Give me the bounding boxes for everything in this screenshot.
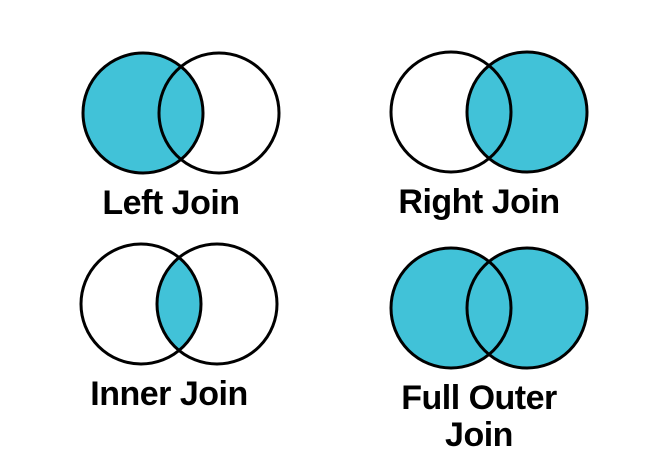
label-line-1: Left Join xyxy=(102,184,240,222)
venn-left-join: Left Join xyxy=(75,43,295,222)
left-circle-outline xyxy=(79,242,203,366)
venn-inner-join: Inner Join xyxy=(73,234,293,413)
right-circle-fill xyxy=(467,52,587,172)
right-circle-outline xyxy=(465,50,589,174)
left-join-label: Left Join xyxy=(61,185,281,222)
right-circle-fill xyxy=(467,248,587,368)
full-outer-join-label: Full Outer Join xyxy=(369,380,589,454)
inner-join-label: Inner Join xyxy=(59,376,279,413)
left-join-venn-graphic xyxy=(81,51,281,175)
right-circle-outline xyxy=(157,51,281,175)
left-circle-outline xyxy=(389,246,513,370)
right-circle-outline xyxy=(465,246,589,370)
venn-full-outer-join: Full Outer Join xyxy=(383,238,603,454)
left-circle-fill xyxy=(83,53,203,173)
left-circle-outline xyxy=(389,50,513,174)
label-line-1: Right Join xyxy=(398,183,560,221)
intersection-lens xyxy=(157,257,201,351)
left-circle-outline xyxy=(81,51,205,175)
full-outer-join-venn-graphic xyxy=(389,246,589,370)
label-line-1: Full Outer xyxy=(401,379,557,417)
right-circle-outline xyxy=(155,242,279,366)
label-line-1: Inner Join xyxy=(90,375,248,413)
right-join-venn-graphic xyxy=(389,50,589,174)
venn-right-join: Right Join xyxy=(383,42,603,221)
right-join-label: Right Join xyxy=(369,184,589,221)
label-line-2: Join xyxy=(445,416,513,454)
inner-join-venn-graphic xyxy=(79,242,279,366)
